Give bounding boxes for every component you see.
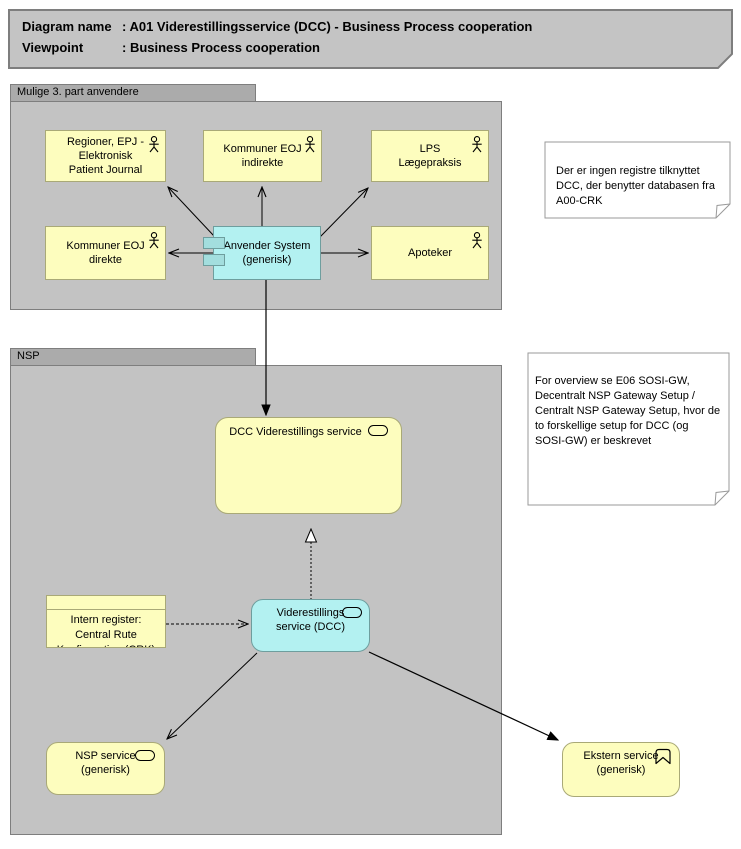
business-actor-icon xyxy=(472,136,482,153)
node-regioner[interactable]: Regioner, EPJ - Elektronisk Patient Jour… xyxy=(45,130,166,182)
service-icon xyxy=(135,750,155,761)
title-row-label: Diagram name xyxy=(22,19,112,34)
crk-note-text: Der er ingen registre tilknyttet DCC, de… xyxy=(556,165,715,207)
service-icon xyxy=(342,607,362,618)
node-lps-label: LPS Lægepraksis xyxy=(398,143,462,169)
node-kommuner-direkte[interactable]: Kommuner EOJ direkte xyxy=(45,226,166,280)
node-anvender-system-label: Anvender System (generisk) xyxy=(223,240,311,266)
business-actor-icon xyxy=(149,136,159,153)
viewpoint-row-value: : Business Process cooperation xyxy=(122,40,320,55)
node-apoteker[interactable]: Apoteker xyxy=(371,226,489,280)
node-kommuner-indirekte[interactable]: Kommuner EOJ indirekte xyxy=(203,130,322,182)
node-nsp-service-label: NSP service (generisk) xyxy=(75,750,136,776)
service-icon xyxy=(367,425,388,436)
viewpoint-row-label: Viewpoint xyxy=(22,40,84,55)
node-kommuner-indirekte-label: Kommuner EOJ indirekte xyxy=(223,143,302,169)
node-intern-register-label: Intern register: Central Rute Konfigurat… xyxy=(57,614,155,647)
node-apoteker-label: Apoteker xyxy=(407,247,453,259)
node-ekstern-service-label: Ekstern service (generisk) xyxy=(583,750,659,776)
node-kommuner-direkte-label: Kommuner EOJ direkte xyxy=(66,240,145,266)
bookmark-icon xyxy=(655,748,671,765)
node-dcc-service[interactable]: DCC Viderestillings service xyxy=(215,417,402,514)
node-regioner-label: Regioner, EPJ - Elektronisk Patient Jour… xyxy=(66,136,145,176)
component-tab-icon xyxy=(203,254,225,266)
group-nsp-tab[interactable]: NSP xyxy=(10,348,256,366)
business-actor-icon xyxy=(149,232,159,249)
overview-note[interactable]: For overview se E06 SOSI-GW, Decentralt … xyxy=(535,359,727,449)
business-actor-icon xyxy=(472,232,482,249)
node-ekstern-service[interactable]: Ekstern service (generisk) xyxy=(562,742,680,797)
node-viderestillings-dcc-label: Viderestillings service (DCC) xyxy=(275,607,346,633)
node-nsp-service[interactable]: NSP service (generisk) xyxy=(46,742,165,795)
group-third-party-label: Mulige 3. part anvendere xyxy=(17,86,139,98)
node-dcc-service-label: DCC Viderestillings service xyxy=(229,426,362,438)
diagram-title-block: Diagram name : A01 Viderestillingsservic… xyxy=(22,16,532,58)
node-intern-register[interactable]: Intern register: Central Rute Konfigurat… xyxy=(46,595,166,648)
node-anvender-system[interactable]: Anvender System (generisk) xyxy=(203,226,321,280)
data-object-bar-icon xyxy=(47,596,165,610)
node-lps[interactable]: LPS Lægepraksis xyxy=(371,130,489,182)
title-row-value: : A01 Viderestillingsservice (DCC) - Bus… xyxy=(122,19,533,34)
business-actor-icon xyxy=(305,136,315,153)
node-viderestillings-dcc[interactable]: Viderestillings service (DCC) xyxy=(251,599,370,652)
component-tab-icon xyxy=(203,237,225,249)
overview-note-text: For overview se E06 SOSI-GW, Decentralt … xyxy=(535,375,721,447)
group-nsp-label: NSP xyxy=(17,350,40,362)
crk-note[interactable]: Der er ingen registre tilknyttet DCC, de… xyxy=(556,149,728,209)
